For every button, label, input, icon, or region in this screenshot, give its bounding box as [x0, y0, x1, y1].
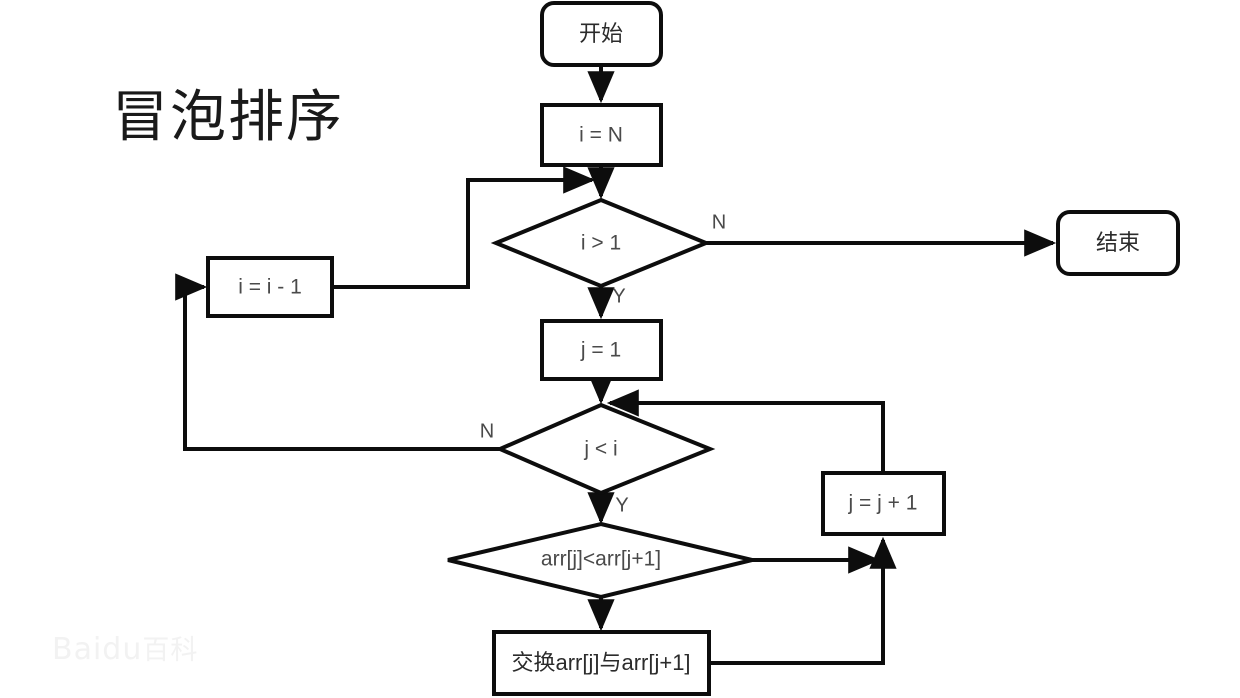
connectors: [175, 65, 1057, 665]
edge-label-cond-i-yes: Y: [612, 285, 625, 307]
edge-inc-j-to-cond-j: [606, 389, 885, 472]
page-title: 冒泡排序: [112, 85, 344, 150]
node-inc-j-shape: [821, 471, 946, 536]
edge-label-cond-j-no: N: [480, 420, 494, 442]
baidu-watermark: Baidu百科: [52, 628, 198, 667]
node-init-j[interactable]: j = 1: [540, 319, 663, 381]
node-swap-shape: [492, 630, 711, 696]
edge-label-cond-i-no: N: [712, 211, 726, 233]
node-cond-j[interactable]: j < i: [494, 402, 716, 496]
node-cmp[interactable]: arr[j]<arr[j+1]: [447, 521, 753, 600]
node-init-j-label: j = 1: [580, 339, 621, 362]
node-start-shape: [540, 1, 663, 67]
node-dec-i-shape: [206, 256, 334, 318]
node-inc-j[interactable]: j = j + 1: [821, 471, 946, 536]
node-end-shape: [1056, 210, 1180, 276]
node-start[interactable]: 开始: [540, 1, 663, 67]
node-end-label: 结束: [1096, 230, 1140, 255]
node-init-j-shape: [540, 319, 663, 381]
node-cond-j-label: j < i: [583, 438, 617, 461]
node-cond-i-shape: [490, 197, 712, 289]
node-cmp-label: arr[j]<arr[j+1]: [541, 548, 661, 571]
node-cmp-shape: [447, 521, 753, 600]
node-swap[interactable]: 交换arr[j]与arr[j+1]: [492, 630, 711, 696]
edge-label-cond-j-yes: Y: [615, 494, 628, 516]
node-inc-j-label: j = j + 1: [848, 492, 918, 515]
edge-dec-i-to-cond-i: [333, 166, 596, 289]
node-cond-j-shape: [494, 402, 716, 496]
node-dec-i-label: i = i - 1: [238, 276, 302, 299]
edge-cond-j-no-to-dec-i: [175, 273, 500, 451]
node-dec-i[interactable]: i = i - 1: [206, 256, 334, 318]
node-swap-label: 交换arr[j]与arr[j+1]: [511, 650, 690, 675]
node-start-label: 开始: [579, 21, 623, 46]
edge-swap-to-inc-j: [708, 536, 897, 665]
edge-labels: N Y N Y: [480, 211, 726, 516]
node-cond-i-label: i > 1: [581, 232, 621, 255]
node-init-i-shape: [540, 103, 663, 167]
node-end[interactable]: 结束: [1056, 210, 1180, 276]
node-cond-i[interactable]: i > 1: [490, 197, 712, 289]
node-init-i[interactable]: i = N: [540, 103, 663, 167]
watermark-cjk: 百科: [142, 635, 199, 666]
node-init-i-label: i = N: [579, 124, 623, 147]
watermark-latin: Baidu: [52, 632, 143, 667]
